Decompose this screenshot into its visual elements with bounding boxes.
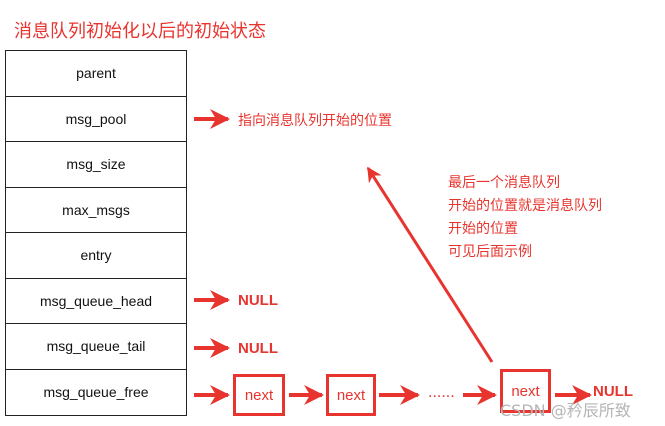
field-max-msgs: max_msgs bbox=[6, 188, 186, 233]
arrow-last-to-pool bbox=[366, 166, 494, 363]
null-tail: NULL bbox=[238, 340, 278, 357]
field-entry: entry bbox=[6, 233, 186, 279]
null-end: NULL bbox=[593, 383, 633, 400]
free-node-1: next bbox=[233, 374, 285, 416]
field-msg-queue-head: msg_queue_head bbox=[6, 279, 186, 324]
diagram-title: 消息队列初始化以后的初始状态 bbox=[14, 21, 266, 42]
ellipsis: ...... bbox=[428, 384, 455, 401]
field-msg-pool: msg_pool bbox=[6, 97, 186, 142]
struct-field-table: parent msg_pool msg_size max_msgs entry … bbox=[5, 50, 187, 416]
watermark: CSDN @矜辰所致 bbox=[500, 401, 631, 420]
free-node-2: next bbox=[326, 374, 376, 416]
note-line-3: 开始的位置 bbox=[448, 221, 518, 237]
last-node-note: 最后一个消息队列 开始的位置就是消息队列 开始的位置 可见后面示例 bbox=[448, 172, 602, 264]
field-msg-queue-tail: msg_queue_tail bbox=[6, 324, 186, 370]
note-line-2: 开始的位置就是消息队列 bbox=[448, 198, 602, 214]
free-node-last: next bbox=[500, 369, 551, 413]
note-line-4: 可见后面示例 bbox=[448, 244, 532, 260]
note-line-1: 最后一个消息队列 bbox=[448, 175, 560, 191]
null-head: NULL bbox=[238, 292, 278, 309]
field-parent: parent bbox=[6, 51, 186, 97]
msg-pool-note: 指向消息队列开始的位置 bbox=[238, 113, 392, 129]
field-msg-queue-free: msg_queue_free bbox=[43, 384, 149, 401]
field-msg-size: msg_size bbox=[6, 142, 186, 188]
